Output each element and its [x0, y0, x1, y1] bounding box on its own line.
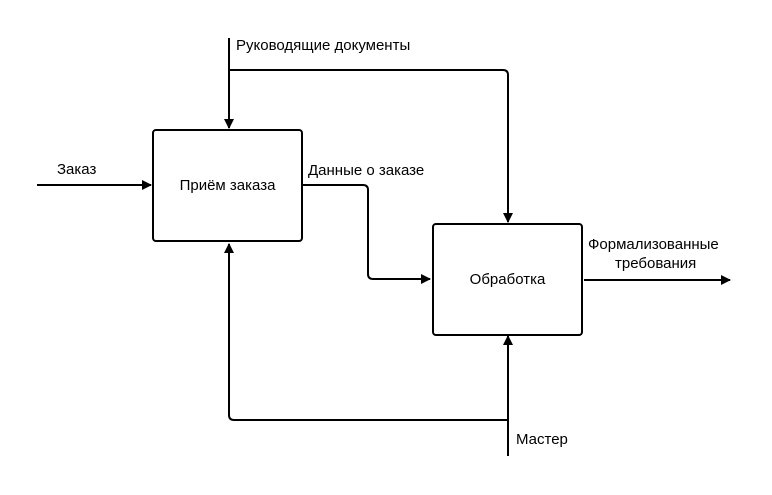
guiding-docs-label: Руководящие документы — [236, 37, 411, 54]
order-intake-box: Приём заказа — [152, 129, 303, 242]
order-data-label: Данные о заказе — [308, 162, 425, 179]
processing-label: Обработка — [469, 271, 546, 288]
guiding-docs-to-processing-arrow — [229, 69, 513, 223]
master-to-intake-arrow — [224, 243, 508, 421]
order-data-arrow — [303, 184, 431, 284]
formalized-requirements-label-line2: требования — [615, 255, 697, 272]
formalized-requirements-label-line1: Формализованные — [588, 236, 719, 253]
processing-box: Обработка — [432, 223, 583, 336]
order-intake-label: Приём заказа — [179, 177, 276, 194]
order-label: Заказ — [57, 161, 97, 178]
master-label: Мастер — [516, 431, 568, 448]
